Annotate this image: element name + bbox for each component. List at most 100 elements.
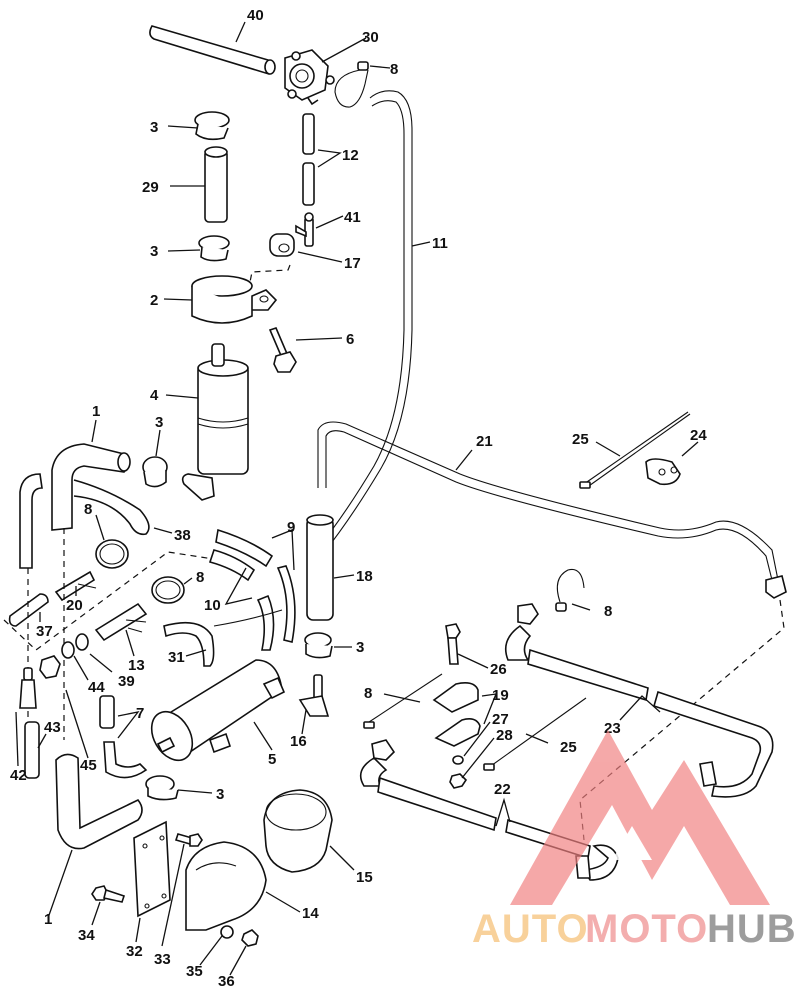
part-14-shroud <box>185 841 267 931</box>
part-11-long-hose <box>317 90 413 556</box>
watermark-text-moto: MOTO <box>585 907 708 951</box>
part-1-elbow-hose-bottom <box>55 753 143 850</box>
callout-29: 29 <box>142 179 159 196</box>
part-43-hose <box>24 721 40 779</box>
part-27-28-washer-nut <box>449 755 468 789</box>
part-1-elbow-hose-top <box>51 443 131 531</box>
part-8-clamp-center <box>151 576 185 604</box>
callout-34: 34 <box>78 927 95 944</box>
part-8-clamp-mid <box>95 539 129 569</box>
callout-26: 26 <box>490 661 507 678</box>
callout-45: 45 <box>80 757 97 774</box>
callout-8: 8 <box>364 685 372 702</box>
callout-11: 11 <box>432 235 448 252</box>
callout-5: 5 <box>268 751 276 768</box>
part-9-10-hoses <box>208 528 296 651</box>
callout-3: 3 <box>150 119 158 136</box>
callout-8: 8 <box>84 501 92 518</box>
part-42-fitting <box>19 667 37 709</box>
callout-10: 10 <box>204 597 221 614</box>
part-8-clamp-right <box>555 568 585 612</box>
watermark-logo-icon <box>510 730 770 905</box>
part-3-clamp-2 <box>198 235 230 262</box>
part-31-hose <box>163 609 283 667</box>
callout-44: 44 <box>88 679 105 696</box>
part-8-cable-tie <box>363 673 443 729</box>
part-30-valve <box>284 49 335 106</box>
part-3-clamp-4 <box>304 632 333 659</box>
part-5-fuel-filter <box>150 659 286 762</box>
part-37-hose <box>8 593 49 627</box>
callout-labels: 40 30 8 3 12 29 41 11 3 17 2 6 4 1 3 21 … <box>10 7 707 988</box>
callout-8: 8 <box>604 603 612 620</box>
leader-lines <box>15 21 699 976</box>
part-40-hose <box>149 25 276 75</box>
callout-4: 4 <box>150 387 159 404</box>
callout-1: 1 <box>92 403 100 420</box>
part-35-36-washer-nut <box>220 925 259 947</box>
watermark-text-hub: HUB <box>707 907 797 951</box>
part-25-cable-tie-top <box>579 411 691 489</box>
watermark: AUTO MOTO HUB <box>472 730 797 951</box>
callout-41: 41 <box>344 209 361 226</box>
callout-3: 3 <box>155 414 163 431</box>
part-6-bolt <box>268 327 297 373</box>
part-3-clamp-1 <box>194 111 230 141</box>
callout-22: 22 <box>494 781 511 798</box>
callout-15: 15 <box>356 869 373 886</box>
callout-43: 43 <box>44 719 61 736</box>
part-33-bolt <box>174 833 203 847</box>
callout-18: 18 <box>356 568 373 585</box>
part-41-tee <box>295 212 314 247</box>
callout-3: 3 <box>356 639 364 656</box>
part-20-connector <box>54 570 97 602</box>
watermark-text-auto: AUTO <box>472 907 589 951</box>
callout-21: 21 <box>476 433 493 450</box>
parts-artwork <box>3 25 787 947</box>
part-3-clamp-3 <box>142 456 168 488</box>
callout-25: 25 <box>572 431 589 448</box>
callout-7: 7 <box>136 705 144 722</box>
part-7-hoses <box>99 695 148 779</box>
callout-3: 3 <box>150 243 158 260</box>
callout-37: 37 <box>36 623 53 640</box>
callout-2: 2 <box>150 292 158 309</box>
callout-6: 6 <box>346 331 354 348</box>
callout-17: 17 <box>344 255 361 272</box>
part-29-hose <box>204 146 228 223</box>
part-3-clamp-5 <box>145 775 179 801</box>
callout-27: 27 <box>492 711 509 728</box>
part-18-hose <box>306 514 334 621</box>
callout-36: 36 <box>218 973 235 988</box>
callout-8: 8 <box>196 569 204 586</box>
callout-24: 24 <box>690 427 707 444</box>
callout-9: 9 <box>287 519 295 536</box>
part-8-clamp-top <box>334 61 369 108</box>
callout-35: 35 <box>186 963 203 980</box>
part-left-hose <box>19 473 43 569</box>
part-38-hose <box>73 479 150 536</box>
callout-33: 33 <box>154 951 171 968</box>
part-24-grommet <box>645 458 681 486</box>
callout-31: 31 <box>168 649 185 666</box>
part-19-clamp <box>432 682 481 747</box>
part-15-sleeve <box>263 789 333 873</box>
part-26-bolt <box>445 623 461 665</box>
part-12-hoses <box>302 113 315 206</box>
callout-20: 20 <box>66 597 83 614</box>
callout-14: 14 <box>302 905 319 922</box>
part-13-sensor <box>94 602 148 642</box>
callout-32: 32 <box>126 943 143 960</box>
callout-1: 1 <box>44 911 52 928</box>
callout-30: 30 <box>362 29 379 46</box>
callout-40: 40 <box>247 7 264 24</box>
callout-38: 38 <box>174 527 191 544</box>
callout-28: 28 <box>496 727 513 744</box>
part-16-elbow <box>298 674 330 717</box>
callout-13: 13 <box>128 657 145 674</box>
part-21-tube <box>317 421 787 841</box>
callout-3: 3 <box>216 786 224 803</box>
callout-8: 8 <box>390 61 398 78</box>
part-17-grommet <box>249 233 295 283</box>
part-32-plate <box>133 820 171 918</box>
